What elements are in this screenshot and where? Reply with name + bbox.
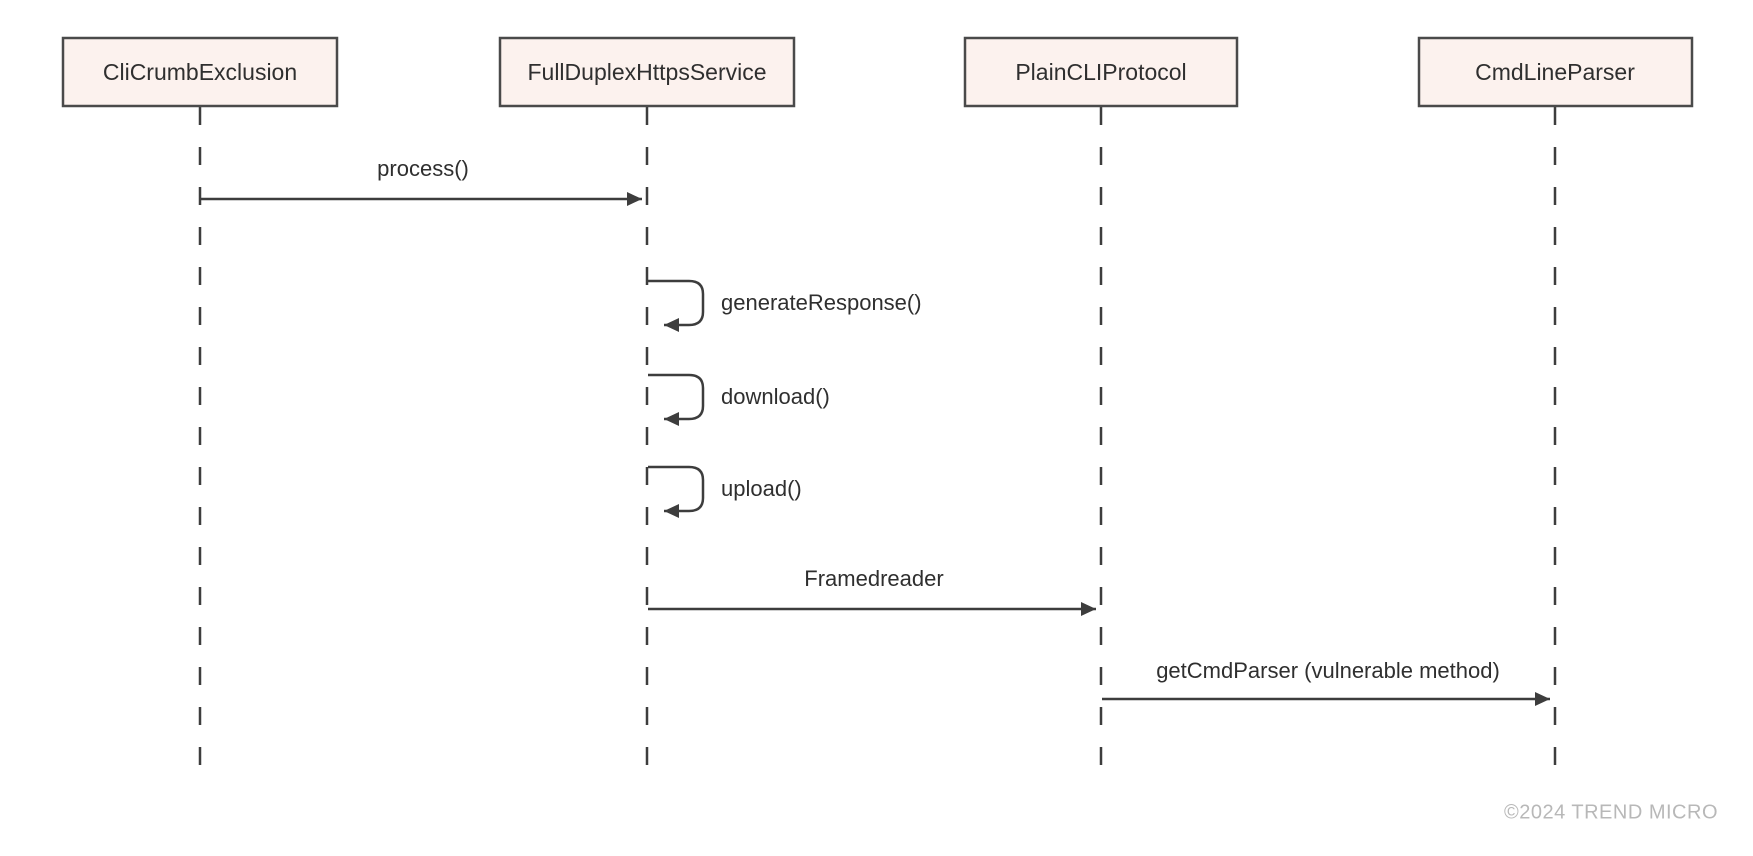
message-process: process() bbox=[201, 156, 642, 206]
message-upload-self: upload() bbox=[648, 465, 802, 518]
message-label: upload() bbox=[721, 476, 802, 501]
message-label: process() bbox=[377, 156, 469, 181]
participant-cmdlineparser: CmdLineParser bbox=[1417, 36, 1694, 108]
self-call-loop bbox=[648, 279, 705, 332]
participant-box bbox=[61, 36, 339, 108]
participant-box bbox=[498, 36, 796, 108]
self-call-loop bbox=[648, 465, 705, 518]
participant-plaincliprotocol: PlainCLIProtocol bbox=[963, 36, 1239, 108]
participant-label: PlainCLIProtocol bbox=[1015, 59, 1186, 85]
participant-fullduplexhttpsservice: FullDuplexHttpsService bbox=[498, 36, 796, 108]
participant-label: CliCrumbExclusion bbox=[103, 59, 297, 85]
participant-clicrumbexclusion: CliCrumbExclusion bbox=[61, 36, 339, 108]
message-framedreader: Framedreader bbox=[648, 566, 1096, 616]
message-label: Framedreader bbox=[804, 566, 943, 591]
message-getcmdparser: getCmdParser (vulnerable method) bbox=[1102, 658, 1550, 706]
participant-box bbox=[1417, 36, 1694, 108]
message-generateresponse-self: generateResponse() bbox=[648, 279, 922, 332]
message-label: getCmdParser (vulnerable method) bbox=[1156, 658, 1500, 683]
message-download-self: download() bbox=[648, 373, 830, 426]
message-label: download() bbox=[721, 384, 830, 409]
participant-label: CmdLineParser bbox=[1475, 59, 1635, 85]
participant-label: FullDuplexHttpsService bbox=[527, 59, 766, 85]
copyright-text: ©2024 TREND MICRO bbox=[1504, 801, 1718, 823]
message-label: generateResponse() bbox=[721, 290, 922, 315]
self-call-loop bbox=[648, 373, 705, 426]
participant-box bbox=[963, 36, 1239, 108]
